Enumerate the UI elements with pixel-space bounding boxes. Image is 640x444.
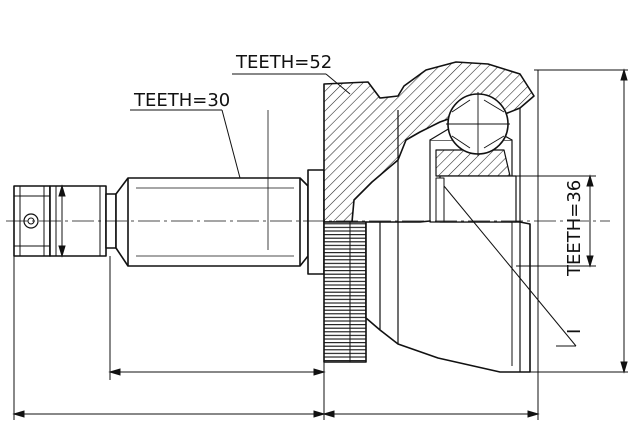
- label-teeth-stub: TEETH=30: [133, 90, 230, 111]
- ball-bearing: [446, 92, 510, 156]
- label-teeth-abs: TEETH=52: [235, 52, 332, 73]
- abs-ring: [323, 221, 367, 363]
- shaft-collar: [307, 169, 325, 275]
- outer-housing: [365, 219, 531, 373]
- label-teeth-inner: TEETH=36: [564, 180, 585, 277]
- stub-shaft: [115, 177, 309, 267]
- label-callout: I: [564, 329, 585, 334]
- dimensions: [12, 68, 628, 420]
